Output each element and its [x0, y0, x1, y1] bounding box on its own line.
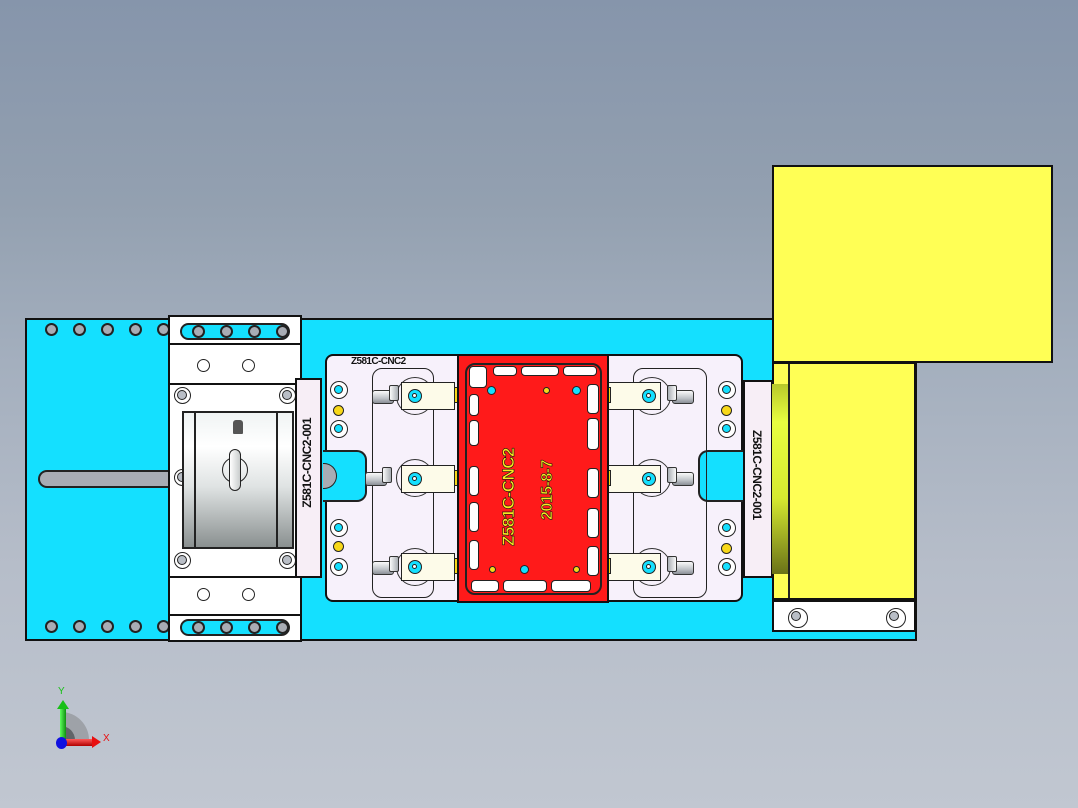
upper-yellow-block[interactable] [772, 165, 1053, 363]
y-axis-arrow-icon [60, 708, 66, 742]
left-part-label: Z581C-CNC2-001 [300, 418, 314, 508]
workpiece-date: 2015-8-7 [539, 460, 557, 521]
fixture-label: Z581C-CNC2 [351, 356, 406, 367]
air-cylinder[interactable] [182, 411, 294, 549]
workpiece[interactable]: Z581C-CNC2 2015-8-7 [457, 354, 609, 603]
z-axis-dot-icon [56, 737, 67, 749]
right-part-plate[interactable]: Z581C-CNC2-001 [743, 380, 773, 578]
triad-x-label: X [103, 733, 110, 744]
x-axis-arrow-icon [63, 739, 93, 746]
right-bottom-bar[interactable] [772, 600, 916, 632]
left-part-plate[interactable]: Z581C-CNC2-001 [295, 378, 322, 578]
right-part-label: Z581C-CNC2-001 [750, 430, 764, 520]
workpiece-label: Z581C-CNC2 [499, 448, 519, 547]
lower-yellow-block[interactable] [772, 362, 916, 600]
base-slot [38, 470, 173, 488]
triad-y-label: Y [58, 686, 65, 697]
right-notch [698, 450, 743, 502]
cylinder-port-icon [233, 420, 243, 434]
view-triad[interactable]: Y X [48, 686, 118, 752]
